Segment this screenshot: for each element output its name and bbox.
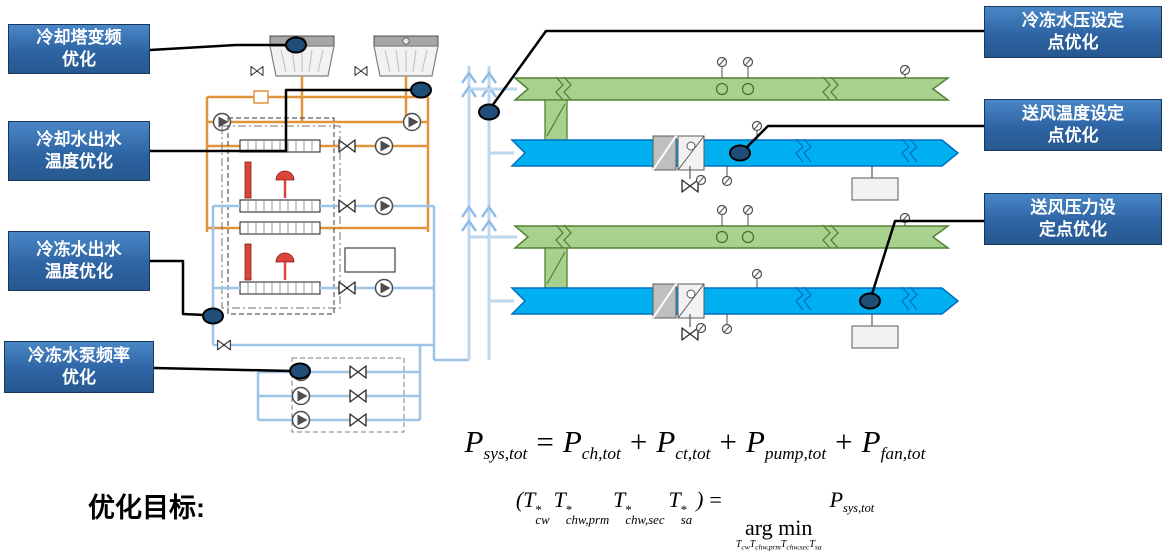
- callout-text: 优化: [62, 50, 96, 69]
- pump-icon: [374, 196, 394, 216]
- marker-cooling-water-temp: [410, 81, 432, 99]
- compressor-tube: [244, 243, 252, 281]
- callout-text: 冷冻水泵频率: [28, 345, 130, 365]
- pump-icon: [374, 136, 394, 156]
- callout-line-chilled-water-temp: [150, 259, 206, 317]
- secondary-pump-group: [256, 345, 422, 433]
- callout-text: 优化: [62, 368, 96, 387]
- cooling-towers: [250, 35, 439, 77]
- callout-text: 点优化: [1047, 126, 1099, 145]
- valve-icon: [354, 65, 368, 77]
- formula-term: P: [861, 424, 881, 459]
- pump-icon: [374, 278, 394, 298]
- pump-icon: [291, 386, 311, 406]
- valve-icon: [250, 65, 264, 77]
- compressor-dome: [275, 170, 295, 181]
- formula-term: P: [656, 424, 676, 459]
- callout-label-cooling-water-temp: 冷却水出水 温度优化: [8, 121, 150, 181]
- marker-supply-air-pressure: [859, 292, 881, 310]
- ahu-system-top: [469, 58, 958, 201]
- valve-icon: [217, 339, 231, 351]
- marker-chw-pressure: [478, 103, 500, 121]
- callout-text: 温度优化: [45, 152, 113, 171]
- callout-text: 冷冻水压设定: [1022, 10, 1124, 30]
- cooling-tower-icon: [373, 35, 439, 77]
- callout-text: 温度优化: [45, 262, 113, 281]
- valve-icon: [349, 413, 367, 427]
- marker-supply-air-temp: [729, 144, 751, 162]
- compressor-tube: [244, 161, 252, 199]
- formula-term: P: [562, 424, 582, 459]
- buffer-tank: [344, 247, 396, 273]
- callout-markers: [202, 36, 881, 380]
- marker-chilled-water-temp: [202, 307, 224, 325]
- callout-text: 冷冻水出水: [36, 239, 122, 259]
- formula-term: P: [745, 424, 765, 459]
- callout-text: 点优化: [1047, 33, 1099, 52]
- condenser-hx-icon: [239, 221, 321, 235]
- callout-line-supply-air-temp: [743, 124, 984, 151]
- callout-text: 送风温度设定: [1022, 103, 1124, 123]
- valve-icon: [349, 365, 367, 379]
- objective-heading: 优化目标:: [88, 493, 205, 523]
- evaporator-hx-icon: [239, 281, 321, 295]
- junction-box: [253, 90, 269, 104]
- evaporator-hx-icon: [239, 199, 321, 213]
- formula-term: P: [464, 424, 484, 459]
- callout-text: 冷却塔变频: [36, 27, 122, 47]
- marker-chw-pump-frequency: [289, 362, 311, 380]
- ahu-system-bottom: [469, 206, 958, 349]
- callout-line-supply-air-pressure: [870, 219, 984, 295]
- callout-label-supply-air-temp: 送风温度设定 点优化: [984, 99, 1162, 151]
- callout-text: 定点优化: [1039, 220, 1107, 239]
- callout-label-chilled-water-temp: 冷冻水出水 温度优化: [8, 231, 150, 291]
- valve-icon: [338, 281, 356, 295]
- chilled-water-loop: [211, 196, 469, 362]
- callout-text: 冷却水出水: [36, 129, 122, 149]
- valve-icon: [338, 199, 356, 213]
- total-power-formula: Psys,tot=Pch,tot+Pct,tot+Ppump,tot+Pfan,…: [464, 424, 926, 463]
- marker-cooling-tower-vfd: [285, 36, 307, 54]
- callout-label-supply-air-pressure: 送风压力设 定点优化: [984, 193, 1162, 245]
- callout-line-chw-pressure: [490, 29, 984, 107]
- callout-text: 送风压力设: [1030, 197, 1116, 217]
- callout-line-chw-pump-frequency: [153, 366, 293, 373]
- pump-icon: [291, 410, 311, 430]
- callout-line-cooling-water-temp: [150, 88, 413, 153]
- callout-lines: [149, 29, 984, 373]
- compressor-dome: [275, 252, 295, 263]
- valve-icon: [338, 139, 356, 153]
- callout-label-cooling-tower-vfd: 冷却塔变频 优化: [8, 24, 150, 74]
- pump-icon: [402, 112, 422, 132]
- callout-label-chw-pressure: 冷冻水压设定 点优化: [984, 6, 1162, 58]
- condenser-water-loop: [205, 76, 430, 232]
- chillers: [221, 117, 341, 315]
- valve-icon: [349, 389, 367, 403]
- callout-line-cooling-tower-vfd: [149, 43, 290, 52]
- callout-label-chw-pump-frequency: 冷冻水泵频率 优化: [4, 341, 154, 393]
